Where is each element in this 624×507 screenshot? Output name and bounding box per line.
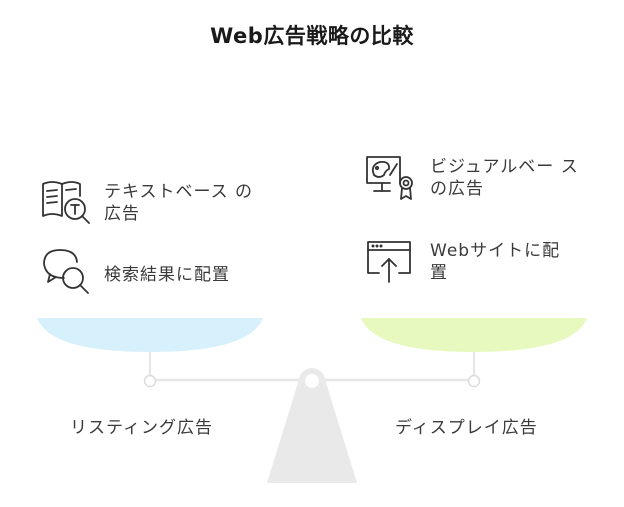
left-knob xyxy=(143,374,157,388)
page-title: Web広告戦略の比較 xyxy=(210,24,414,48)
pivot-center xyxy=(305,374,319,388)
image-certificate-icon xyxy=(366,156,413,200)
browser-upload-icon xyxy=(367,241,411,283)
left-pan xyxy=(37,318,263,352)
book-text-search-icon xyxy=(42,181,90,224)
right-item-1-label: ビジュアルベー スの広告 xyxy=(430,157,579,199)
left-item-2-label: 検索結果に配置 xyxy=(104,265,230,285)
chat-search-icon xyxy=(43,249,89,294)
right-knob xyxy=(467,374,481,388)
right-item-2-label: Webサイトに配 置 xyxy=(430,241,561,283)
left-category-label: リスティング広告 xyxy=(70,418,213,438)
right-pan xyxy=(361,318,587,352)
right-category-label: ディスプレイ広告 xyxy=(395,418,538,438)
left-item-1-label: テキストベース の広告 xyxy=(104,182,254,224)
scale-stand xyxy=(267,376,357,483)
